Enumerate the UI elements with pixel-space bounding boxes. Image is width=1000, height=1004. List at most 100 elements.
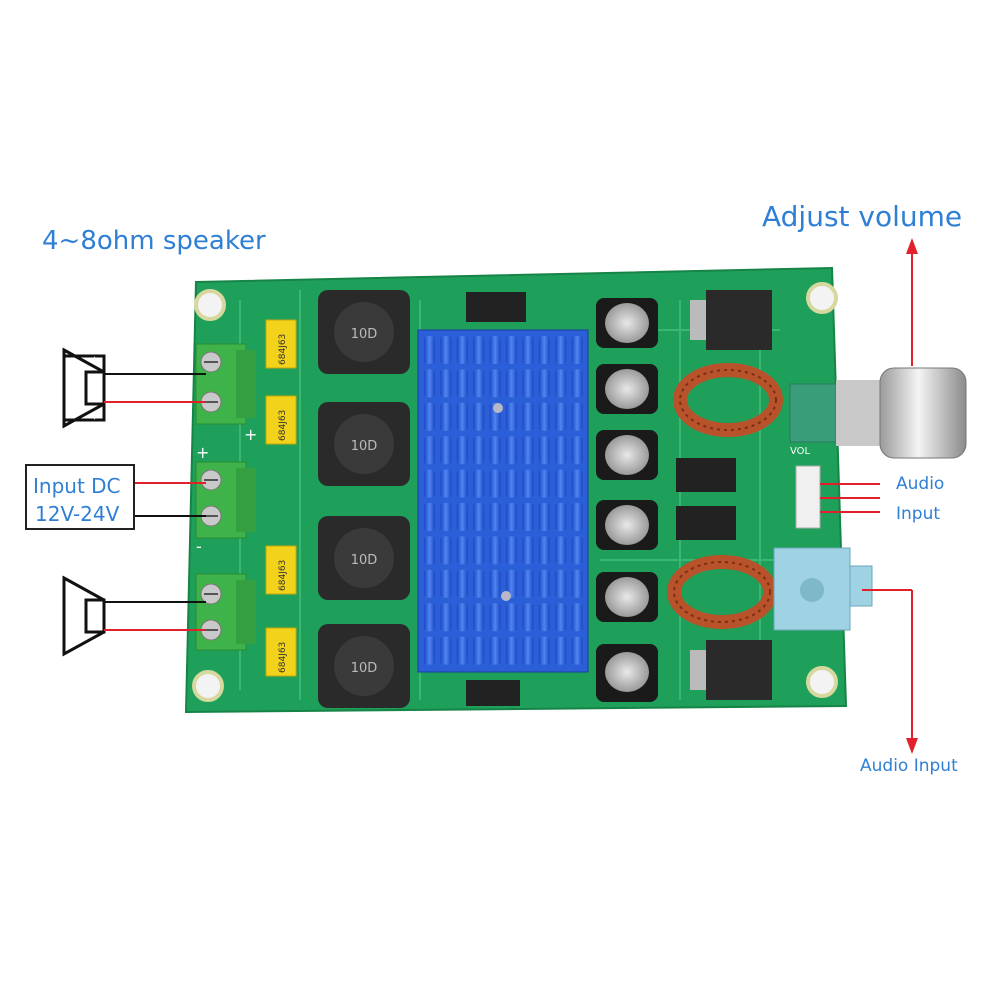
heatsink-fin	[538, 569, 550, 598]
heatsink-fin	[489, 369, 501, 398]
heatsink-fin	[538, 603, 550, 632]
plus-mark: +	[196, 443, 209, 462]
heatsink-fin	[522, 569, 534, 598]
arrow-down-icon	[906, 738, 918, 754]
heatsink-fin	[506, 603, 517, 632]
heatsink-fin	[522, 503, 534, 531]
heatsink-fin	[440, 603, 452, 632]
heatsink-fin	[473, 369, 485, 398]
connector-label: VOL	[790, 446, 811, 457]
dc-input-callout: Input DC 12V-24V	[25, 464, 135, 530]
heatsink-fin	[473, 636, 485, 665]
heatsink-fin	[506, 469, 517, 498]
heatsink-fin	[473, 536, 485, 565]
heatsink-fin	[522, 402, 534, 431]
speaker-icon	[62, 575, 106, 657]
heatsink-fin	[456, 536, 468, 565]
heatsink-fin	[522, 603, 534, 632]
inductor-label: 10D	[351, 661, 378, 676]
heatsink-fin	[456, 569, 468, 598]
capacitor-label: 684J63	[278, 334, 288, 365]
heatsink-fin	[424, 336, 435, 364]
audio-input-label-line1: Audio	[896, 474, 945, 494]
voltage-regulators	[676, 290, 772, 700]
heatsink-fin	[555, 402, 567, 431]
heatsink-fin	[522, 436, 534, 465]
heatsink-fin	[538, 503, 550, 531]
heatsink	[417, 329, 589, 673]
heatsink-fin	[424, 569, 435, 598]
heatsink-fin	[440, 569, 452, 598]
heatsink-fin	[440, 469, 452, 498]
minus-mark: -	[196, 537, 202, 556]
speaker-icon	[62, 347, 106, 429]
diode	[466, 292, 526, 322]
film-capacitors: 684J63 684J63 684J63 684J63	[265, 319, 297, 677]
heatsink-fin	[424, 536, 435, 565]
heatsink-fin	[456, 369, 468, 398]
heatsink-fin	[506, 336, 517, 364]
heatsink-fin	[506, 369, 517, 398]
diode	[466, 680, 520, 706]
heatsink-fin	[522, 469, 534, 498]
terminal-speaker-bottom	[195, 573, 256, 651]
capacitor-label: 684J63	[278, 410, 288, 441]
heatsink-fin	[456, 603, 468, 632]
heatsink-fin	[571, 536, 583, 565]
heatsink-fin	[538, 336, 550, 364]
heatsink-fin	[571, 436, 583, 465]
audio-jack-label: Audio Input	[860, 756, 958, 776]
heatsink-fin	[473, 569, 485, 598]
capacitor-label: 684J63	[278, 642, 288, 673]
heatsink-fin	[424, 636, 435, 665]
electrolytic-capacitors	[596, 298, 658, 702]
heatsink-fin	[424, 402, 435, 431]
terminal-power	[195, 461, 256, 539]
inductor-label: 10D	[351, 553, 378, 568]
heatsink-fin	[489, 569, 501, 598]
heatsink-fin	[555, 436, 567, 465]
heatsink-fin	[440, 336, 452, 364]
heatsink-fin	[456, 436, 468, 465]
heatsink-fin	[424, 369, 435, 398]
heatsink-fin	[456, 336, 468, 364]
heatsink-fin	[440, 369, 452, 398]
heatsink-fin	[489, 536, 501, 565]
heatsink-fin	[571, 603, 583, 632]
power-inductors: 10D 10D 10D 10D	[318, 290, 410, 708]
heatsink-fin	[506, 569, 517, 598]
heatsink-fin	[489, 336, 501, 364]
mounting-hole	[192, 282, 838, 702]
heatsink-fin	[538, 469, 550, 498]
heatsink-fin	[555, 469, 567, 498]
heatsink-fin	[489, 469, 501, 498]
heatsink-fin	[506, 536, 517, 565]
heatsink-fin	[440, 536, 452, 565]
heatsink-fin	[522, 369, 534, 398]
heatsink-fin	[555, 503, 567, 531]
heatsink-fin	[489, 603, 501, 632]
heatsink-fin	[555, 636, 567, 665]
heatsink-fin	[473, 436, 485, 465]
dc-input-label: Input DC	[33, 474, 121, 498]
heatsink-fin	[473, 503, 485, 531]
heatsink-fin	[522, 536, 534, 565]
toroid-inductors	[667, 363, 783, 629]
heatsink-fin	[555, 536, 567, 565]
heatsink-fin	[538, 369, 550, 398]
heatsink-fin	[538, 402, 550, 431]
heatsink-fin	[555, 369, 567, 398]
heatsink-fin	[538, 636, 550, 665]
heatsink-fin	[473, 603, 485, 632]
heatsink-fin	[571, 369, 583, 398]
capacitor-label: 684J63	[278, 560, 288, 591]
heatsink-fin	[424, 469, 435, 498]
heatsink-fin	[489, 503, 501, 531]
heatsink-fin	[506, 636, 517, 665]
heatsink-fin	[489, 436, 501, 465]
heatsink-fin	[489, 636, 501, 665]
heatsink-fin	[522, 336, 534, 364]
wires	[104, 250, 913, 742]
dc-voltage-range: 12V-24V	[35, 502, 120, 526]
volume-knob	[789, 367, 967, 459]
